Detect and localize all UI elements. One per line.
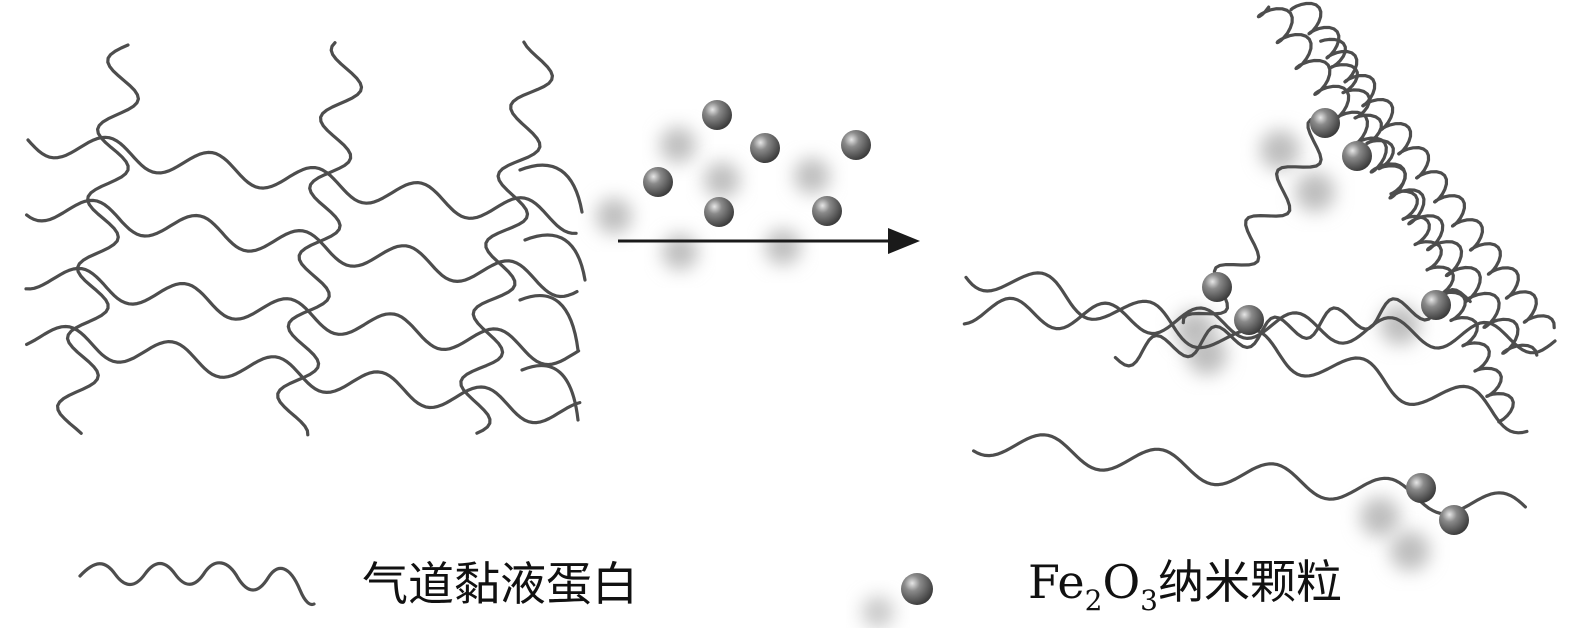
nanoparticle-sphere-icon bbox=[1234, 305, 1264, 335]
mucin-strand bbox=[56, 43, 140, 435]
mucin-strand bbox=[518, 163, 584, 214]
mucin-strand bbox=[520, 364, 580, 422]
nanoparticle-sphere-icon bbox=[1406, 473, 1436, 503]
bound-nanoparticles bbox=[1202, 108, 1469, 535]
mucin-strand bbox=[523, 233, 587, 282]
mucin-strand bbox=[276, 41, 364, 437]
nanoparticle-sphere-icon bbox=[704, 197, 734, 227]
legend: 气道黏液蛋白 Fe2O3纳米颗粒 bbox=[78, 555, 1342, 628]
wavy-mucin-strand-icon bbox=[78, 561, 316, 607]
nanoparticle-sphere-icon bbox=[1439, 505, 1469, 535]
mucin-strand bbox=[459, 40, 554, 435]
mucin-strand bbox=[26, 135, 578, 235]
particle-shadow bbox=[765, 229, 801, 265]
mucin-legend-label: 气道黏液蛋白 bbox=[362, 557, 638, 611]
free-nanoparticles bbox=[643, 100, 871, 227]
nanoparticle-sphere-icon bbox=[1202, 272, 1232, 302]
disrupted-mucin-network bbox=[962, 1, 1557, 516]
particle-shadow bbox=[1390, 531, 1430, 571]
nanoparticle-sphere-icon bbox=[1421, 290, 1451, 320]
particle-shadow bbox=[704, 162, 740, 198]
particle-shadow bbox=[662, 234, 698, 270]
mucin-strand bbox=[25, 198, 579, 299]
nanoparticle-sphere-icon bbox=[702, 100, 732, 130]
mucin-strand bbox=[24, 266, 581, 367]
mucin-strand bbox=[1319, 37, 1515, 424]
legend-shadow bbox=[862, 596, 894, 628]
mucin-strand bbox=[1181, 116, 1332, 325]
mucin-strand bbox=[1113, 288, 1472, 368]
particle-shadow bbox=[1360, 497, 1400, 537]
particle-shadows bbox=[596, 127, 830, 270]
particle-shadow bbox=[596, 198, 632, 234]
particle-shadow bbox=[1187, 335, 1227, 375]
bound-particle-shadows bbox=[1175, 130, 1430, 571]
nanoparticle-sphere-icon bbox=[1342, 141, 1372, 171]
nanoparticle-sphere-icon bbox=[750, 133, 780, 163]
right-arrow-icon bbox=[618, 228, 920, 254]
particle-shadow bbox=[1295, 172, 1335, 212]
particle-shadow bbox=[1380, 305, 1420, 345]
particle-shadow bbox=[794, 158, 830, 194]
mucin-strand bbox=[972, 433, 1527, 516]
particle-legend-label: Fe2O3纳米颗粒 bbox=[1028, 555, 1342, 617]
particle-shadow bbox=[1260, 130, 1300, 170]
particle-shadow bbox=[660, 127, 696, 163]
nanoparticle-sphere-icon bbox=[901, 573, 933, 605]
nanoparticle-sphere-icon bbox=[812, 196, 842, 226]
mucin-strand bbox=[518, 294, 580, 352]
ordered-mucin-network bbox=[24, 40, 587, 437]
nanoparticle-sphere-icon bbox=[841, 130, 871, 160]
nanoparticle-sphere-icon bbox=[643, 167, 673, 197]
nanoparticle-sphere-icon bbox=[1310, 108, 1340, 138]
mucin-strand bbox=[1289, 1, 1556, 330]
